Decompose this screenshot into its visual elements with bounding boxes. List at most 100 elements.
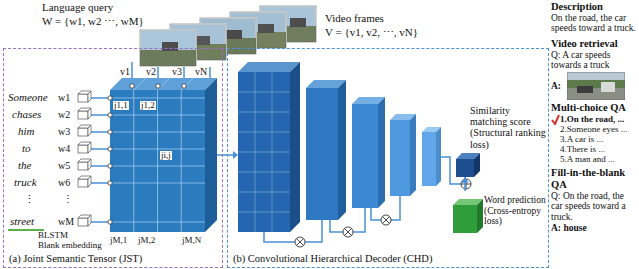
decoder-line [371,208,381,220]
multiply-symbol [383,217,390,224]
multiply-symbol [381,215,391,225]
tensor-cube [110,98,205,99]
label: Someone [8,91,48,104]
score-cube-shape [456,153,480,177]
answer-row: A: [551,72,638,100]
decoder-cube [378,97,385,208]
prediction-cube: Word prediction (Cross-entropy loss) [446,191,546,241]
label: wM [58,216,74,228]
flow-arrow [217,154,234,156]
arrowhead [462,177,469,183]
label: V = {v1, v2, ⋯, vN} [325,26,418,39]
label: Language query [42,1,113,14]
decoder-cube [238,112,290,113]
word-embedding [108,96,112,100]
word-embedding [78,91,91,226]
word-embedding [91,182,110,184]
tensor-cube [110,132,205,133]
multiply-symbol [383,217,390,224]
score-cube: Similarity matching score (Structural ra… [456,105,546,177]
tensor-cube [110,149,205,150]
word-embedding [78,218,88,226]
score-cube-face [474,153,480,177]
node-label: (a) Joint Semantic Tensor (JST) [9,253,142,265]
word-embedding [108,130,112,134]
tensor-cube [110,222,205,223]
task-text: 2.Someone eyes ... [560,124,638,134]
word-embedding [88,176,91,187]
multiply-symbol [345,229,352,236]
word-embedding [88,91,91,102]
word-embedding [78,94,88,102]
prediction-cube-face [453,205,477,233]
retrieved-video-thumbnail [567,80,625,88]
label: the [18,159,31,172]
tensor-cube [110,166,205,167]
retrieved-video-thumbnail [567,72,625,100]
task-text: A: [551,81,561,92]
label: w2 [58,109,70,121]
task-heading: Fill-in-the-blank QA [551,167,638,191]
label: to [22,142,31,155]
decoder-line [330,220,343,232]
word-embedding [156,84,160,88]
decoder-cube [422,132,436,186]
multiply-symbol [297,239,304,246]
tensor-cube [157,90,158,232]
word-embedding [91,148,110,150]
decoder-cube [238,192,290,193]
correct-check [552,115,559,124]
word-embedding [88,215,91,226]
label: W = {w1, w2 ⋯, wM} [42,15,144,28]
tensor-cube [205,78,217,232]
task-text: 1.On the road, ... [560,114,638,124]
task-text: 3.A car is ... [560,134,638,144]
word-embedding [78,145,88,153]
word-embedding [88,125,91,136]
word-embedding [108,220,112,224]
video-frame [162,42,178,51]
flow-arrow [233,151,238,159]
label: w6 [58,177,70,189]
node-label: (b) Convolutional Hierarchical Decoder (… [233,253,432,265]
decoder-line [264,232,295,242]
word-embedding [130,84,134,88]
task-text: On the road, the car speeds toward a tru… [551,13,638,34]
task-column: DescriptionOn the road, the car speeds t… [551,1,638,233]
word-embedding [91,221,110,223]
choice-row: 1.On the road, ... [551,114,638,124]
tensor-cube [110,78,217,90]
tensor-cube [110,183,205,184]
word-embedding [78,111,88,119]
decoder-cube [238,152,290,153]
label: Blank embedding [38,240,102,250]
label: w1 [58,92,70,104]
decoder-cube [238,212,290,213]
label: v3 [172,66,182,78]
word-embedding [91,165,110,167]
decoder-cube [238,62,441,232]
retrieved-video-thumbnail [577,86,593,93]
label: him [18,125,35,138]
task-text: Q: On the road, the car speeds toward a … [551,191,638,223]
task-text: 5.A man and ... [560,154,638,164]
label: v2 [146,66,156,78]
decoder-line [305,220,322,242]
label: BLSTM [38,230,68,240]
retrieved-video-thumbnail [567,88,625,100]
video-frame [290,18,306,27]
tensor-cube [134,78,146,90]
decoder-cube [352,104,378,208]
multiply-symbol [343,227,353,237]
word-embedding [108,181,112,185]
score-cube-face [456,159,474,177]
word-embedding [78,128,88,136]
word-embedding [91,131,110,133]
decoder-cube [306,88,338,220]
word-embedding [78,179,88,187]
retrieved-video-thumbnail [567,72,625,100]
tensor-cube [110,78,217,232]
label: ⋮ [24,193,35,206]
decoder-line [391,196,400,220]
word-embedding [108,147,112,151]
